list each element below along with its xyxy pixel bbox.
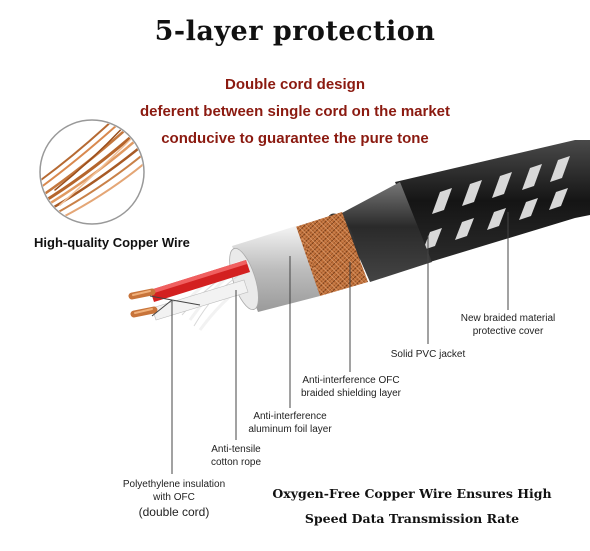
cotton-rope-label-line-1: Anti-tensile <box>211 444 261 455</box>
copper-strands-icon <box>39 119 145 225</box>
ofc-shield-label: Anti-interference OFC braided shielding … <box>296 374 406 400</box>
cable-cross-section-icon <box>128 140 590 331</box>
bottom-text-line-1: Oxygen-Free Copper Wire Ensures High <box>272 486 552 501</box>
braided-cover-label-line-1: New braided material <box>460 313 556 324</box>
ofc-shield-label-line-2: braided shielding layer <box>300 388 402 399</box>
braided-cover-label-line-2: protective cover <box>472 326 544 337</box>
copper-wire-label: High-quality Copper Wire <box>34 235 190 250</box>
aluminum-foil-label: Anti-interference aluminum foil layer <box>242 410 338 436</box>
page-title: 5-layer protection <box>154 16 436 47</box>
cotton-rope-label: Anti-tensile cotton rope <box>196 443 276 469</box>
polyethylene-label-line-1: Polyethylene insulation <box>122 479 226 490</box>
pvc-jacket-label-line-1: Solid PVC jacket <box>390 349 466 360</box>
aluminum-foil-label-line-2: aluminum foil layer <box>248 424 332 435</box>
subtitle-line-1: Double cord design <box>224 76 365 93</box>
polyethylene-label: Polyethylene insulation with OFC (double… <box>112 478 236 519</box>
polyethylene-label-line-2: with OFC <box>153 492 195 503</box>
polyethylene-label-line-3: (double cord) <box>138 505 210 519</box>
ofc-shield-label-line-1: Anti-interference OFC <box>302 375 400 386</box>
braided-cover-label: New braided material protective cover <box>448 312 568 338</box>
bottom-text-line-2: Speed Data Transmission Rate <box>304 511 520 526</box>
aluminum-foil-label-line-1: Anti-interference <box>253 411 327 422</box>
subtitle-line-3: conducive to guarantee the pure tone <box>161 130 429 147</box>
leader-lines <box>149 212 509 474</box>
cotton-rope-label-line-2: cotton rope <box>210 457 262 468</box>
subtitle-line-2: deferent between single cord on the mark… <box>139 103 451 120</box>
pvc-jacket-label: Solid PVC jacket <box>378 348 478 361</box>
